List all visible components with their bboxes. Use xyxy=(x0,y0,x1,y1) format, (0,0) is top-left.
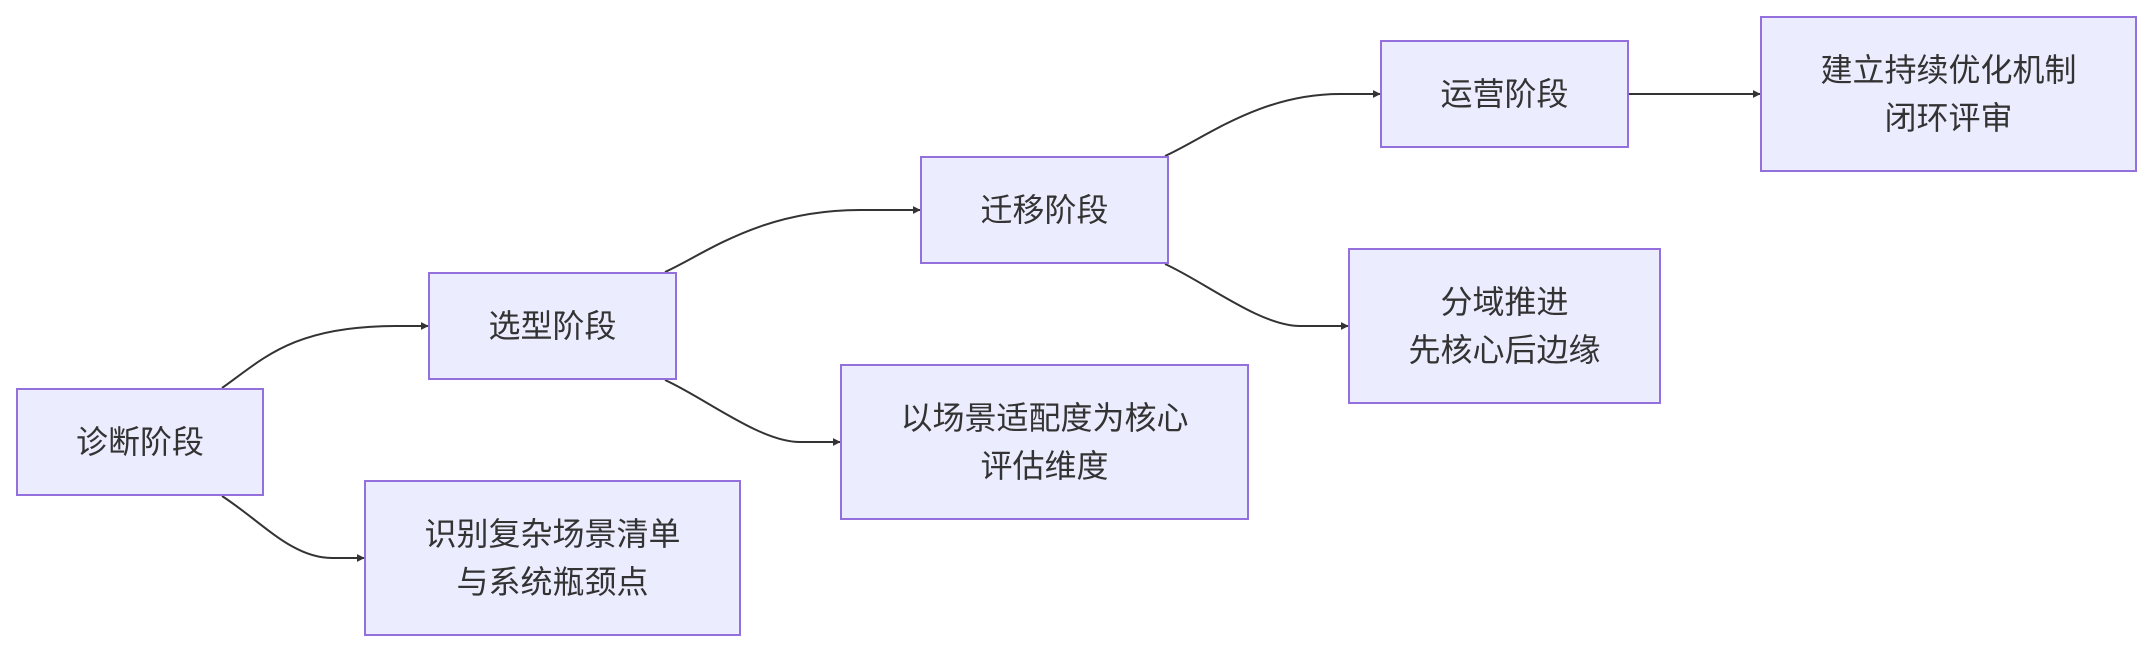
edge-arrow-diagnose-to-select xyxy=(221,322,429,389)
node-label: 先核心后边缘 xyxy=(1408,331,1601,369)
edge-arrow-select-to-migrate xyxy=(664,206,921,273)
node-operate-output: 建立持续优化机制 闭环评审 xyxy=(1760,16,2137,172)
node-label: 评估维度 xyxy=(980,447,1109,485)
edge-arrow-select-to-select_out xyxy=(664,379,841,446)
node-select-output: 以场景适配度为核心 评估维度 xyxy=(840,364,1249,520)
edge-arrow-migrate-to-migrate_out xyxy=(1164,263,1349,330)
node-migrate: 迁移阶段 xyxy=(920,156,1169,264)
node-label: 与系统瓶颈点 xyxy=(456,563,649,601)
node-label: 建立持续优化机制 xyxy=(1820,51,2077,89)
node-label: 选型阶段 xyxy=(488,307,617,345)
node-diagnose: 诊断阶段 xyxy=(16,388,264,496)
node-label: 迁移阶段 xyxy=(980,191,1109,229)
node-select: 选型阶段 xyxy=(428,272,677,380)
node-operate: 运营阶段 xyxy=(1380,40,1629,148)
node-label: 识别复杂场景清单 xyxy=(424,515,681,553)
edge-arrow-diagnose-to-diagnose_out xyxy=(221,495,365,562)
node-label: 运营阶段 xyxy=(1440,75,1569,113)
edge-arrow-migrate-to-operate xyxy=(1164,90,1381,157)
node-diagnose-output: 识别复杂场景清单 与系统瓶颈点 xyxy=(364,480,741,636)
node-label: 诊断阶段 xyxy=(75,423,204,461)
node-migrate-output: 分域推进 先核心后边缘 xyxy=(1348,248,1661,404)
node-label: 分域推进 xyxy=(1440,283,1569,321)
node-label: 以场景适配度为核心 xyxy=(900,399,1189,437)
node-label: 闭环评审 xyxy=(1884,99,2013,137)
